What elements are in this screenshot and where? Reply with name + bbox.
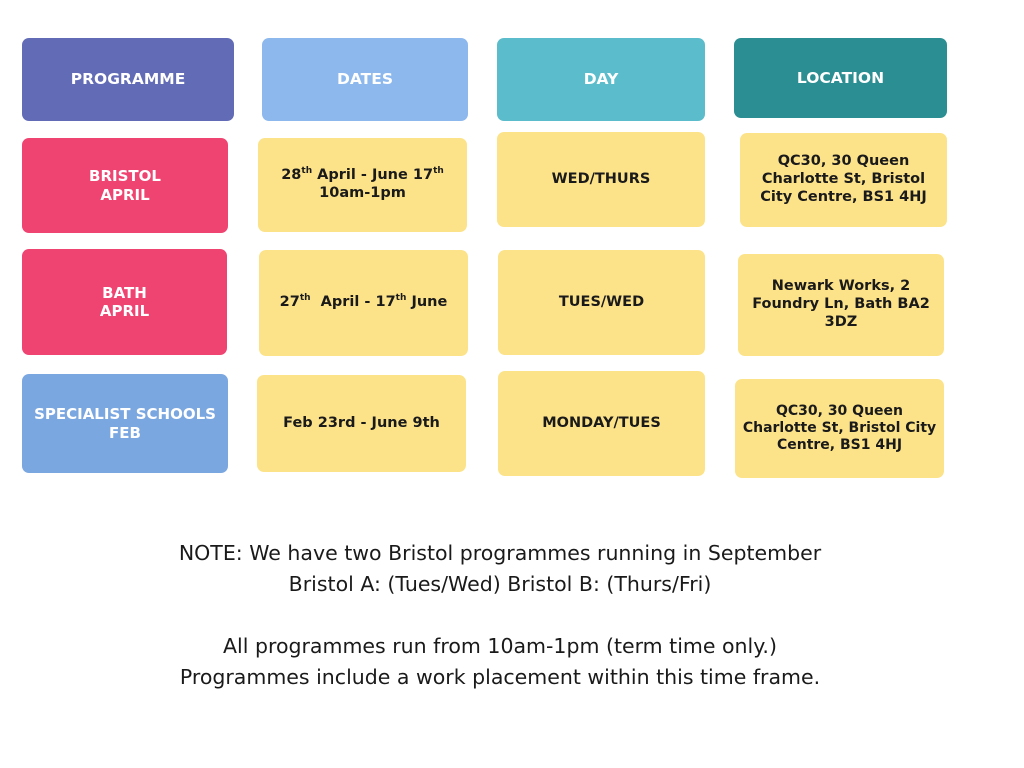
day-bath-april: TUES/WED [498, 250, 705, 355]
programme-name: SPECIALIST SCHOOLS [34, 405, 216, 424]
dates-bristol-april: 28th April - June 17th 10am-1pm [258, 138, 467, 232]
programme-month: APRIL [100, 185, 150, 204]
day-bristol-april: WED/THURS [497, 132, 705, 227]
programme-bristol-april: BRISTOL APRIL [22, 138, 228, 233]
programme-bath-april: BATH APRIL [22, 249, 227, 355]
programme-month: FEB [109, 423, 141, 442]
programme-name: BATH [102, 283, 147, 302]
day-label: MONDAY/TUES [542, 414, 661, 431]
day-label: TUES/WED [558, 293, 645, 310]
dates-range: 27th April - 17th June [279, 293, 448, 311]
location-bristol-april: QC30, 30 Queen Charlotte St, Bristol Cit… [740, 133, 947, 227]
header-day: DAY [497, 38, 705, 121]
day-specialist-schools-feb: MONDAY/TUES [498, 371, 705, 476]
header-dates: DATES [262, 38, 468, 121]
note-line: All programmes run from 10am-1pm (term t… [223, 634, 777, 658]
location-bath-april: Newark Works, 2 Foundry Ln, Bath BA2 3DZ [738, 254, 944, 356]
note-line: Programmes include a work placement with… [179, 665, 821, 689]
location-label: QC30, 30 Queen Charlotte St, Bristol Cit… [742, 402, 937, 454]
day-label: WED/THURS [551, 170, 651, 187]
location-label: Newark Works, 2 Foundry Ln, Bath BA2 3DZ [752, 278, 930, 330]
note-line: Bristol A: (Tues/Wed) Bristol B: (Thurs/… [288, 572, 712, 596]
dates-specialist-schools-feb: Feb 23rd - June 9th [257, 375, 466, 472]
programme-specialist-schools-feb: SPECIALIST SCHOOLS FEB [22, 374, 228, 473]
header-location-label: LOCATION [796, 68, 885, 87]
header-programme-label: PROGRAMME [70, 70, 186, 89]
programme-name: BRISTOL [89, 167, 161, 186]
note-block: NOTE: We have two Bristol programmes run… [0, 538, 1000, 693]
dates-bath-april: 27th April - 17th June [259, 250, 468, 356]
dates-range: Feb 23rd - June 9th [283, 414, 440, 431]
dates-range: 28th April - June 17th [281, 166, 444, 184]
dates-time: 10am-1pm [319, 185, 406, 201]
location-specialist-schools-feb: QC30, 30 Queen Charlotte St, Bristol Cit… [735, 379, 944, 478]
programme-month: APRIL [99, 302, 150, 320]
header-location: LOCATION [734, 38, 947, 118]
location-label: QC30, 30 Queen Charlotte St, Bristol Cit… [760, 153, 927, 205]
header-dates-label: DATES [337, 70, 393, 89]
note-line: NOTE: We have two Bristol programmes run… [178, 541, 822, 565]
header-programme: PROGRAMME [22, 38, 234, 121]
header-day-label: DAY [583, 70, 619, 89]
